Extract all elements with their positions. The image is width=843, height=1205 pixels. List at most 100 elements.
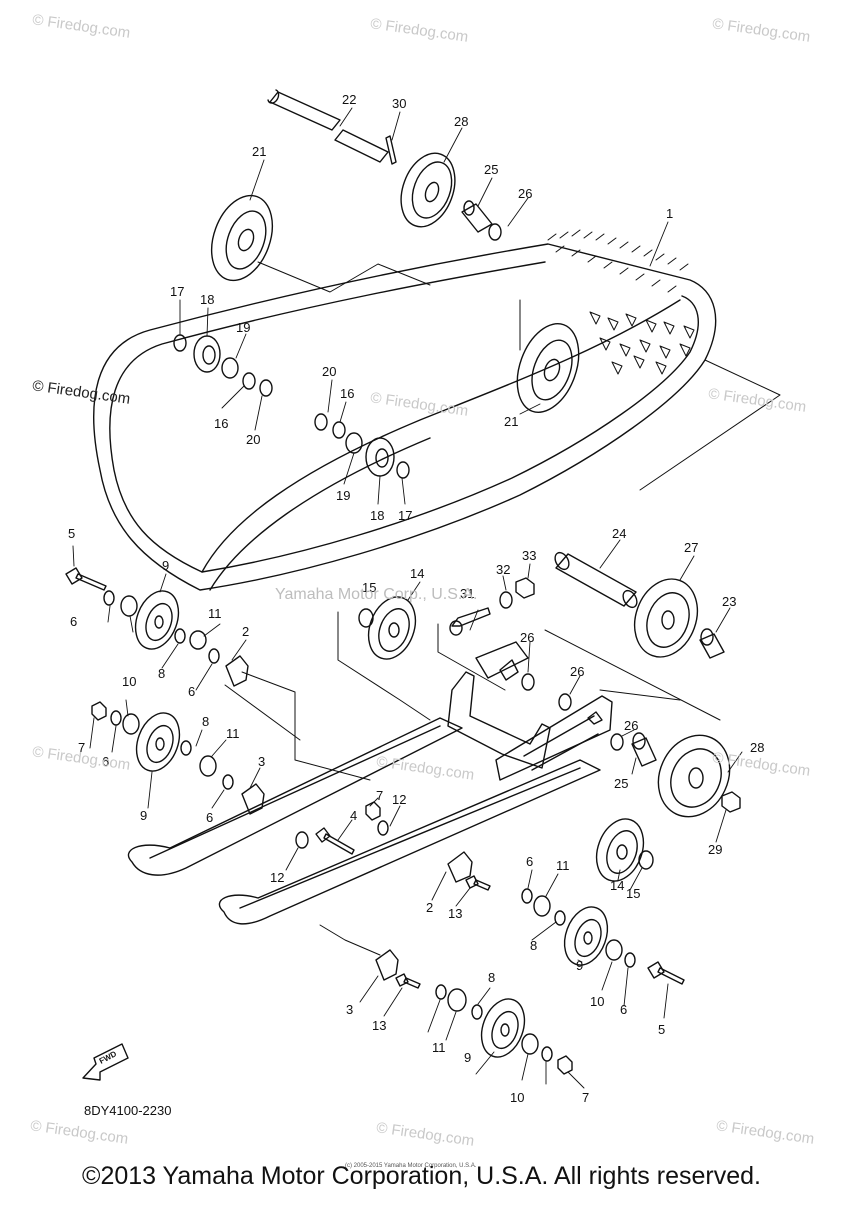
callout-label-11: 11 [556,858,570,873]
washer-6-g [435,984,447,1000]
bearing-18-lower [365,437,395,477]
callout-leaders [72,107,743,1089]
callout-label-7: 7 [78,740,85,755]
callout-label-10: 10 [510,1090,524,1105]
callout-label-23: 23 [722,594,736,609]
callout-label-12: 12 [270,870,284,885]
callout-label-10: 10 [122,674,136,689]
washer-6-f [624,952,636,968]
pin-30 [385,135,397,165]
callout-label-15: 15 [626,886,640,901]
bearing-18-upper [193,335,221,373]
callout-label-17: 17 [170,284,184,299]
callout-label-12: 12 [392,792,406,807]
callout-label-7: 7 [582,1090,589,1105]
callout-label-31: 31 [460,586,474,601]
watermark-center: Yamaha Motor Corp., U.S.A. [275,586,478,603]
fwd-label: FWD [98,1049,119,1066]
callout-label-5: 5 [658,1022,665,1037]
callout-label-6: 6 [206,810,213,825]
callout-label-10: 10 [0,0,14,3]
washer-32 [499,591,513,609]
washers-26-frame [521,673,624,751]
track-belt [93,243,717,591]
washer-15-upper [358,608,374,628]
callout-label-2: 2 [426,900,433,915]
washer-20-lower [314,413,328,431]
callout-label-3: 3 [346,1002,353,1017]
callout-label-9: 9 [464,1050,471,1065]
callout-label-14: 14 [410,566,424,581]
callout-label-20: 20 [246,432,260,447]
collar-25-upper [461,200,493,233]
wheel-9-a [134,590,180,650]
bracket-3-b [375,949,399,981]
callout-labels: 1223345566666677788889999101010101111111… [0,0,764,1105]
wheel-14-lower [595,818,645,882]
callout-label-9: 9 [576,958,583,973]
callout-label-26: 26 [570,664,584,679]
suspension-frame [447,641,613,781]
callout-label-14: 14 [610,878,624,893]
wheel-9-c [563,906,609,966]
callout-label-28: 28 [454,114,468,129]
callout-label-11: 11 [226,726,240,741]
callout-label-26: 26 [518,186,532,201]
callout-label-8: 8 [158,666,165,681]
callout-label-9: 9 [140,808,147,823]
spacer-11-a [189,630,207,650]
callout-label-3: 3 [258,754,265,769]
callout-label-20: 20 [322,364,336,379]
callout-label-19: 19 [336,488,350,503]
copyright-footer: ©2013 Yamaha Motor Corporation, U.S.A. A… [82,1162,761,1190]
callout-label-8: 8 [488,970,495,985]
slide-rail-right [218,759,601,925]
callout-label-15: 15 [362,580,376,595]
spacer-11-b [199,755,217,777]
washer-17-upper [173,334,187,352]
shaft-24 [554,551,638,609]
washer-15-lower [638,850,654,870]
callout-label-29: 29 [708,842,722,857]
washer-12-b [295,831,309,849]
bracket-2-a [225,655,249,687]
callout-label-6: 6 [70,614,77,629]
bracket-3-a [241,783,265,815]
callout-label-17: 17 [398,508,412,523]
slide-rail-left [127,717,463,876]
callout-label-18: 18 [370,508,384,523]
callout-label-2: 2 [242,624,249,639]
collar-10-a [120,595,138,617]
bolt-5-upper [65,567,107,591]
nut-7-a [91,701,107,721]
washer-17-lower [396,461,410,479]
bolt-4 [315,827,355,855]
washer-6-c [110,710,122,726]
callout-label-26: 26 [624,718,638,733]
collar-8-b [180,740,192,756]
callout-label-6: 6 [102,754,109,769]
washer-6-b [208,648,220,664]
collar-8-c [554,910,566,926]
callout-label-22: 22 [342,92,356,107]
callout-label-26: 26 [520,630,534,645]
wheel-28-lower [657,734,731,818]
callout-label-25: 25 [614,776,628,791]
callout-label-32: 32 [496,562,510,577]
washer-16-lower [332,421,346,439]
nut-7-c [557,1055,573,1075]
callout-label-4: 4 [350,808,357,823]
callout-label-8: 8 [530,938,537,953]
callout-label-11: 11 [432,1040,446,1055]
callout-label-19: 19 [236,320,250,335]
callout-label-13: 13 [448,906,462,921]
callout-label-10: 10 [590,994,604,1009]
part-code: 8DY4100-2230 [84,1103,172,1118]
callout-label-6: 6 [188,684,195,699]
callout-label-24: 24 [612,526,626,541]
bolt-13-b [395,973,421,989]
callout-label-18: 18 [200,292,214,307]
callout-label-25: 25 [484,162,498,177]
